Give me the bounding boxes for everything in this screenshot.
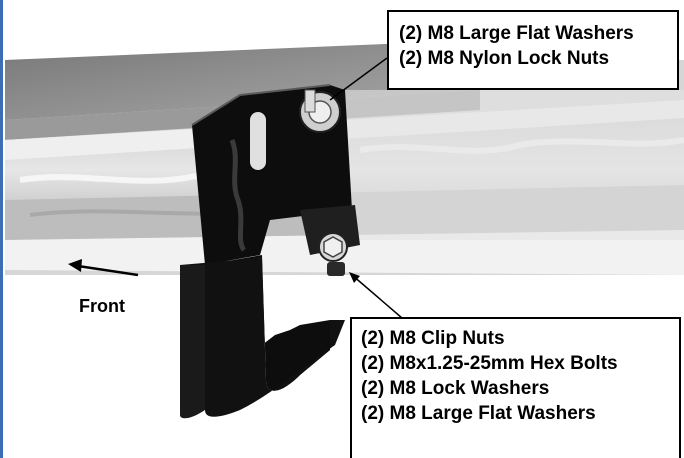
bottom-hardware-callout: (2) M8 Clip Nuts (2) M8x1.25-25mm Hex Bo… [350, 317, 681, 458]
leader-line-bottom [349, 272, 403, 319]
hitch-bracket [180, 84, 360, 419]
callout-line: (2) M8 Lock Washers [361, 378, 550, 399]
top-hardware-callout: (2) M8 Large Flat Washers (2) M8 Nylon L… [387, 10, 679, 90]
front-label: Front [79, 296, 125, 316]
leader-line-top [329, 57, 388, 101]
callout-line: (2) M8x1.25-25mm Hex Bolts [361, 353, 618, 374]
callout-line: (2) M8 Nylon Lock Nuts [399, 48, 610, 69]
front-direction-arrow [68, 259, 139, 277]
slot-hole [250, 112, 266, 170]
upper-stud-hardware [299, 89, 341, 133]
callout-line: (2) M8 Large Flat Washers [361, 403, 596, 424]
callout-line: (2) M8 Large Flat Washers [399, 23, 634, 44]
left-border-rule [0, 0, 3, 458]
lower-bolt-hardware [318, 232, 348, 276]
callout-line: (2) M8 Clip Nuts [361, 328, 505, 349]
